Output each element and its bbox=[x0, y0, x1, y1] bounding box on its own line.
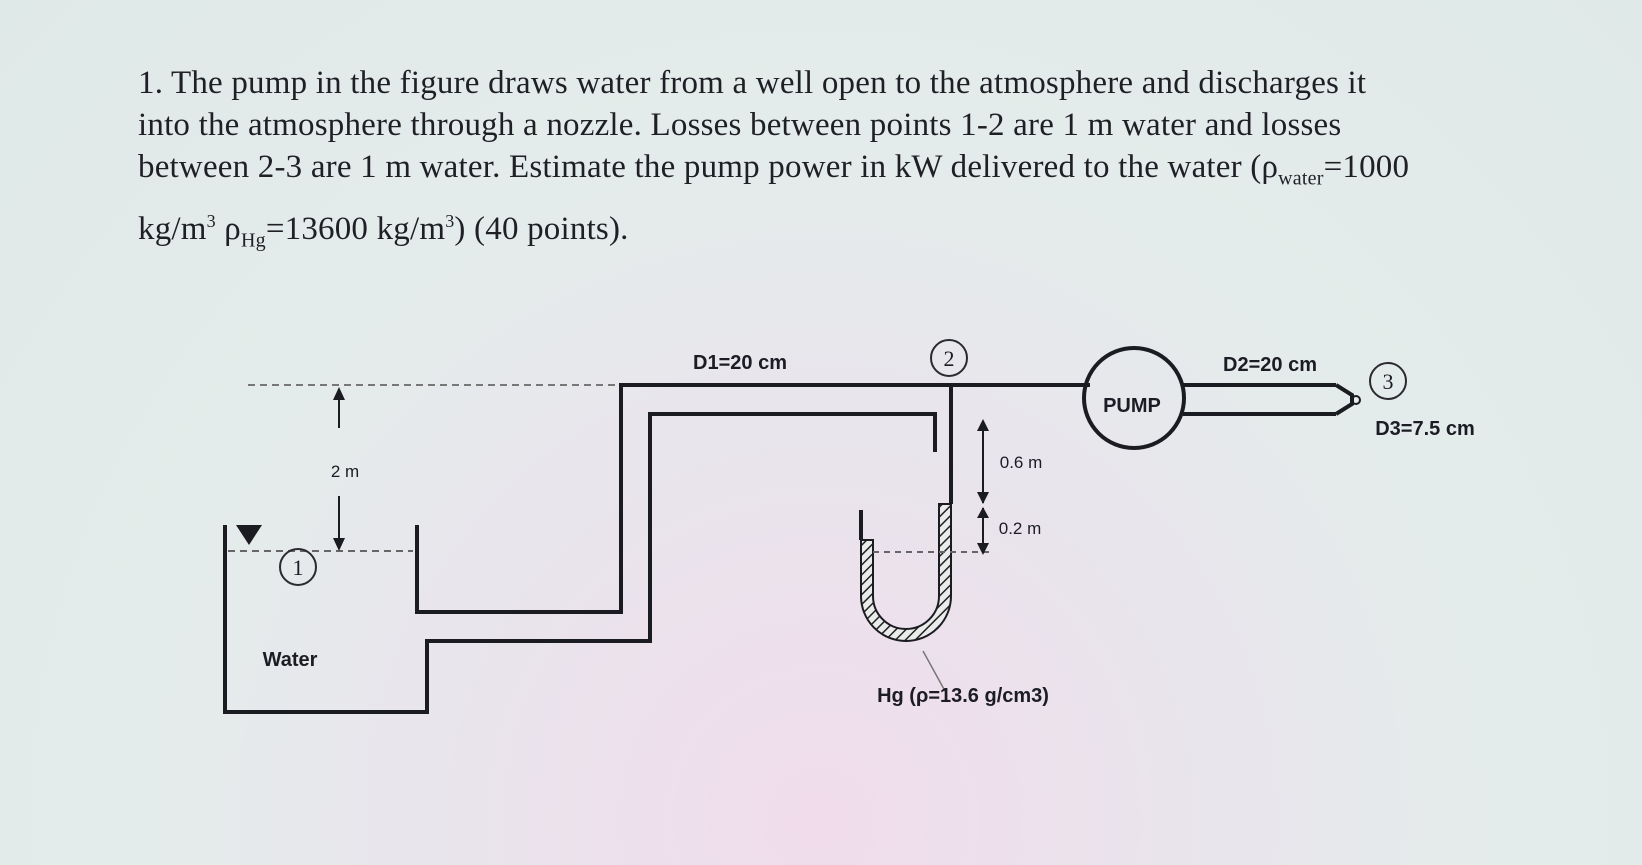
problem-line-3: between 2-3 are 1 m water. Estimate the … bbox=[138, 149, 1410, 190]
point-3-marker: 3 bbox=[1369, 362, 1407, 400]
well-tank bbox=[223, 383, 1090, 714]
gap-top-label: 0.6 m bbox=[1000, 453, 1043, 472]
problem-line-1: 1. The pump in the figure draws water fr… bbox=[138, 65, 1367, 101]
problem-line-4: kg/m3 ρHg=13600 kg/m3) (40 points). bbox=[138, 210, 629, 252]
problem-line-2: into the atmosphere through a nozzle. Lo… bbox=[138, 107, 1342, 143]
discharge-pipe bbox=[1183, 383, 1354, 416]
height-label: 2 m bbox=[331, 462, 359, 481]
height-dimension bbox=[333, 387, 345, 551]
svg-text:PUMP: PUMP bbox=[1103, 395, 1161, 417]
pump: PUMP bbox=[1082, 346, 1186, 450]
point-2-marker: 2 bbox=[930, 339, 968, 377]
manometer-dimensions bbox=[977, 419, 989, 555]
gap-bottom-label: 0.2 m bbox=[999, 519, 1042, 538]
d1-label: D1=20 cm bbox=[693, 352, 787, 374]
water-surface-marker-icon bbox=[236, 525, 262, 545]
mercury-label: Hg (ρ=13.6 g/cm3) bbox=[877, 685, 1049, 707]
point-1-marker: 1 bbox=[279, 548, 317, 586]
svg-text:1: 1 bbox=[293, 555, 304, 580]
water-label: Water bbox=[263, 649, 318, 671]
nozzle-tip-icon bbox=[1351, 395, 1361, 405]
svg-text:2: 2 bbox=[944, 346, 955, 371]
d2-label: D2=20 cm bbox=[1223, 354, 1317, 376]
problem-statement: 1. The pump in the figure draws water fr… bbox=[138, 62, 1518, 261]
mercury-manometer bbox=[859, 385, 990, 692]
d3-label: D3=7.5 cm bbox=[1375, 418, 1475, 440]
svg-text:3: 3 bbox=[1383, 369, 1394, 394]
